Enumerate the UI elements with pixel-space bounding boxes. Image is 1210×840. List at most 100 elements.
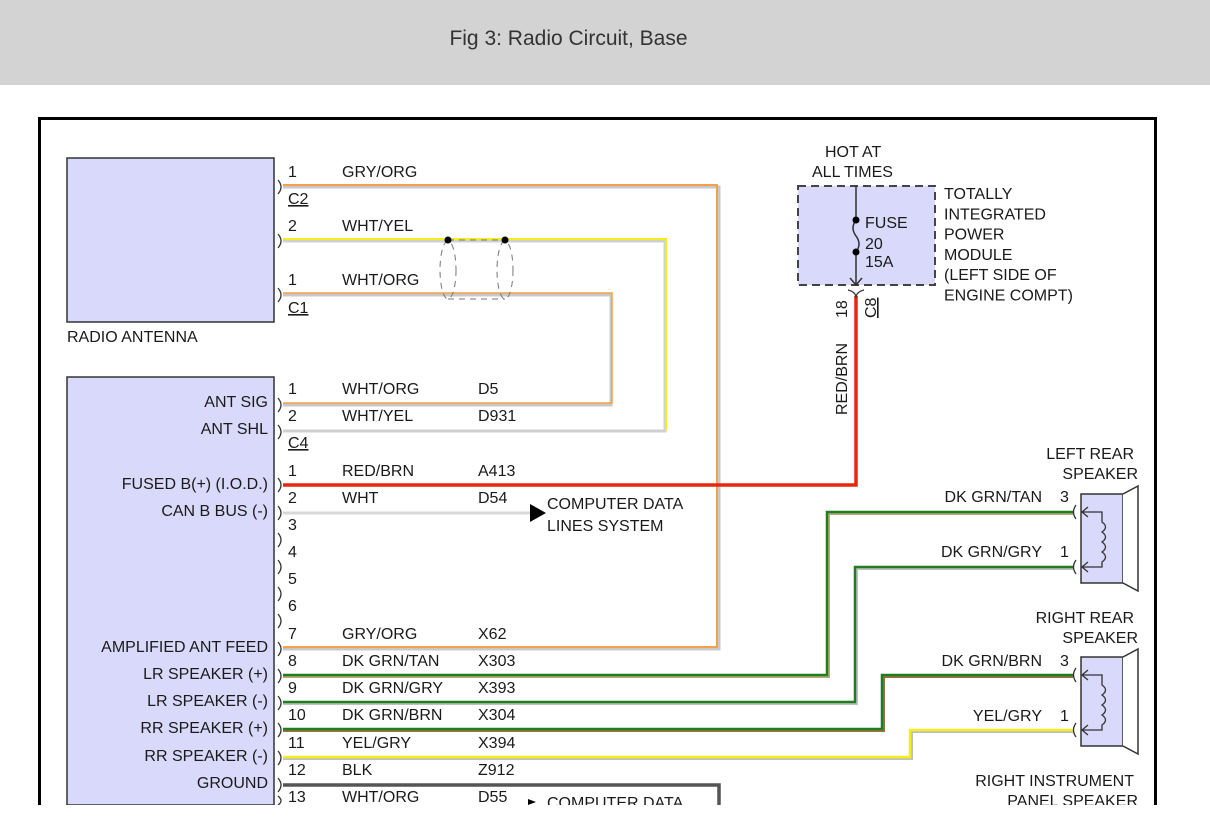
circuit-id: X394 bbox=[478, 735, 515, 752]
wire-color-label: DK GRN/GRY bbox=[941, 544, 1042, 561]
wire-dk-grn-tan bbox=[283, 511, 1073, 678]
shield-symbol bbox=[439, 239, 514, 300]
pin-number: 1 bbox=[1060, 544, 1069, 561]
radio-antenna-box bbox=[66, 157, 275, 323]
power-module-name-line: TOTALLY bbox=[944, 186, 1013, 203]
wire-color-label: WHT bbox=[342, 490, 379, 507]
fuse-terminal bbox=[852, 248, 860, 256]
wire-color-label: WHT/YEL bbox=[342, 218, 413, 235]
radio-pin-function: GROUND bbox=[197, 775, 268, 792]
wire-red-brn bbox=[283, 296, 858, 487]
connector-c2: C2 bbox=[288, 191, 309, 208]
power-module-box bbox=[797, 185, 936, 286]
circuit-id: X304 bbox=[478, 707, 515, 724]
radio-pin-function: LR SPEAKER (-) bbox=[147, 693, 268, 710]
wire-color-label: WHT/ORG bbox=[342, 381, 419, 398]
wire-color-label: DK GRN/BRN bbox=[942, 653, 1042, 670]
data-lines-label: COMPUTER DATA bbox=[547, 795, 684, 805]
circuit-id: D5 bbox=[478, 381, 499, 398]
speaker-title: RIGHT REAR bbox=[1036, 610, 1134, 627]
speaker-title: SPEAKER bbox=[1062, 630, 1138, 647]
pin-number: 13 bbox=[288, 789, 306, 805]
connector-bracket bbox=[847, 289, 865, 299]
pin-number: 2 bbox=[288, 408, 297, 425]
fuse-rating: 15A bbox=[865, 254, 894, 271]
pin-number: 5 bbox=[288, 571, 297, 588]
arrow-icon bbox=[528, 799, 536, 805]
power-module-name: TOTALLY INTEGRATED POWER MODULE (LEFT SIDE O… bbox=[944, 186, 1073, 305]
pin-number: 4 bbox=[288, 544, 297, 561]
speaker-title: LEFT REAR bbox=[1046, 446, 1134, 463]
wire-color-label: RED/BRN bbox=[342, 463, 414, 480]
left-rear-speaker-icon bbox=[1072, 484, 1139, 593]
wire-blk bbox=[283, 783, 721, 805]
diagram-frame: RADIO ANTENNA 1 GRY/ORG C2 2 WHT/YEL 1 W… bbox=[38, 117, 1157, 805]
pin-number: 1 bbox=[288, 164, 297, 181]
wire-color-label: DK GRN/TAN bbox=[342, 653, 439, 670]
connector-c1: C1 bbox=[288, 300, 309, 317]
power-module-name-line: MODULE bbox=[944, 247, 1012, 264]
wire-color-label: DK GRN/TAN bbox=[945, 489, 1042, 506]
speakers bbox=[1072, 484, 1139, 756]
pin-number: 8 bbox=[288, 653, 297, 670]
shield-splice bbox=[444, 236, 452, 244]
radio-pin-function: AMPLIFIED ANT FEED bbox=[101, 639, 268, 656]
pin-number: 9 bbox=[288, 680, 297, 697]
frame-border bbox=[38, 117, 1157, 805]
connector-brackets bbox=[277, 179, 282, 805]
radio-pin-function: ANT SHL bbox=[201, 421, 268, 438]
circuit-id: X62 bbox=[478, 626, 507, 643]
wire-gry-org bbox=[283, 185, 721, 651]
wire-color-label: WHT/YEL bbox=[342, 408, 413, 425]
circuit-id: X303 bbox=[478, 653, 515, 670]
fuse-terminal bbox=[852, 216, 860, 224]
circuit-id: D55 bbox=[478, 789, 507, 805]
radio-pin-function: LR SPEAKER (+) bbox=[143, 666, 268, 683]
pin-number: 3 bbox=[1060, 489, 1069, 506]
figure-title: Fig 3: Radio Circuit, Base bbox=[449, 27, 688, 50]
wire-color-label: GRY/ORG bbox=[342, 164, 417, 181]
radio-antenna-label: RADIO ANTENNA bbox=[67, 329, 198, 346]
wire-color-label: WHT/ORG bbox=[342, 272, 419, 289]
circuit-id: D931 bbox=[478, 408, 516, 425]
wire-color-label: DK GRN/GRY bbox=[342, 680, 443, 697]
data-lines-label: LINES SYSTEM bbox=[547, 518, 663, 535]
connector-c8: C8 bbox=[863, 297, 880, 318]
pin-number: 12 bbox=[288, 762, 306, 779]
power-module-name-line: (LEFT SIDE OF bbox=[944, 267, 1057, 284]
radio-pin-function: ANT SIG bbox=[204, 394, 268, 411]
fuse-line bbox=[849, 186, 863, 287]
pin-number: 1 bbox=[288, 381, 297, 398]
header-bar: Fig 3: Radio Circuit, Base bbox=[0, 0, 1210, 85]
pin-number: 11 bbox=[288, 735, 305, 752]
hot-at-label: HOT AT bbox=[825, 144, 882, 161]
radio-pin-function: RR SPEAKER (+) bbox=[140, 720, 268, 737]
speaker-title: PANEL SPEAKER bbox=[1007, 793, 1138, 805]
radio-pin-function: CAN B BUS (-) bbox=[161, 503, 268, 520]
fuse-icon bbox=[852, 219, 860, 253]
radio-pin-function: FUSED B(+) (I.O.D.) bbox=[122, 476, 268, 493]
pin-number: 1 bbox=[1060, 708, 1069, 725]
pin-number: 2 bbox=[288, 490, 297, 507]
wire-color-label: YEL/GRY bbox=[973, 708, 1042, 725]
power-module-name-line: POWER bbox=[944, 227, 1004, 244]
pin-number: 6 bbox=[288, 598, 297, 615]
arrow-icon bbox=[530, 504, 546, 522]
wire-color-label: YEL/GRY bbox=[342, 735, 411, 752]
connector-c4: C4 bbox=[288, 435, 309, 452]
wire-color-label: BLK bbox=[342, 762, 373, 779]
pin-number: 1 bbox=[288, 463, 297, 480]
power-module-name-line: INTEGRATED bbox=[944, 206, 1046, 223]
fuse-number: 20 bbox=[865, 236, 883, 253]
wire-color-label: RED/BRN bbox=[834, 343, 851, 415]
circuit-id: D54 bbox=[478, 490, 507, 507]
pin-number: 10 bbox=[288, 707, 306, 724]
right-rear-speaker-icon bbox=[1072, 647, 1139, 756]
wiring-diagram: RADIO ANTENNA 1 GRY/ORG C2 2 WHT/YEL 1 W… bbox=[38, 117, 1157, 805]
speaker-title: RIGHT INSTRUMENT bbox=[975, 773, 1134, 790]
pin-number: 3 bbox=[1060, 653, 1069, 670]
fuse-label: FUSE bbox=[865, 215, 908, 232]
pin-number: 18 bbox=[834, 300, 851, 318]
wire-color-label: DK GRN/BRN bbox=[342, 707, 442, 724]
